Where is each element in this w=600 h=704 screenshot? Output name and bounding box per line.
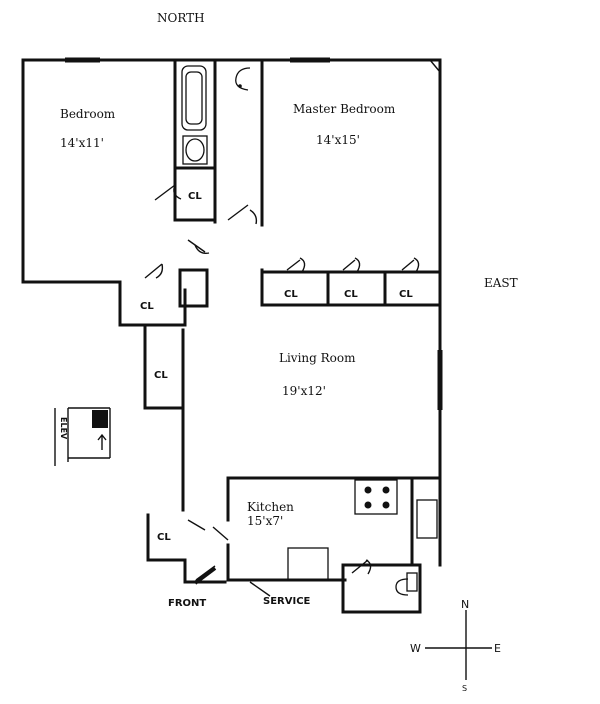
kitchen-name: Kitchen [247,500,294,514]
master-closet-3-label: CL [399,289,413,300]
hall-closet-label: CL [140,301,154,312]
front-entrance-label: FRONT [168,598,206,609]
master-closet-2-label: CL [344,289,358,300]
interior-walls [118,60,442,614]
master-bedroom-name: Master Bedroom [293,102,396,116]
toilet [182,135,208,165]
compass-north: N [461,598,469,611]
master-closet-1-label: CL [284,289,298,300]
elevator-key: ELEV [54,407,111,466]
compass-west: W [410,642,421,655]
elevator-key-label: ELEV [59,417,68,440]
kitchen-sink [416,499,438,539]
compass-south: S [462,684,467,693]
east-label: EAST [484,276,518,290]
stove [354,479,398,515]
service-toilet [395,572,418,596]
bedroom-size: 14'x11' [60,136,104,150]
compass-rose: N S W E [410,598,501,693]
sink [235,67,251,91]
doors [144,184,420,597]
living-room-size: 19'x12' [282,384,326,398]
service-entrance-label: SERVICE [263,596,311,607]
kitchen-size: 15'x7' [247,514,283,528]
living-room-name: Living Room [279,351,356,365]
corridor-closet-label: CL [154,370,168,381]
entry-closet-label: CL [157,532,171,543]
exterior-walls [21,57,443,482]
refrigerator [287,547,329,581]
compass-east: E [494,642,501,655]
bath-closet-label: CL [188,191,202,202]
north-label: NORTH [157,11,205,25]
master-bedroom-size: 14'x15' [316,133,360,147]
bathtub [181,65,207,131]
bedroom-name: Bedroom [60,107,116,121]
